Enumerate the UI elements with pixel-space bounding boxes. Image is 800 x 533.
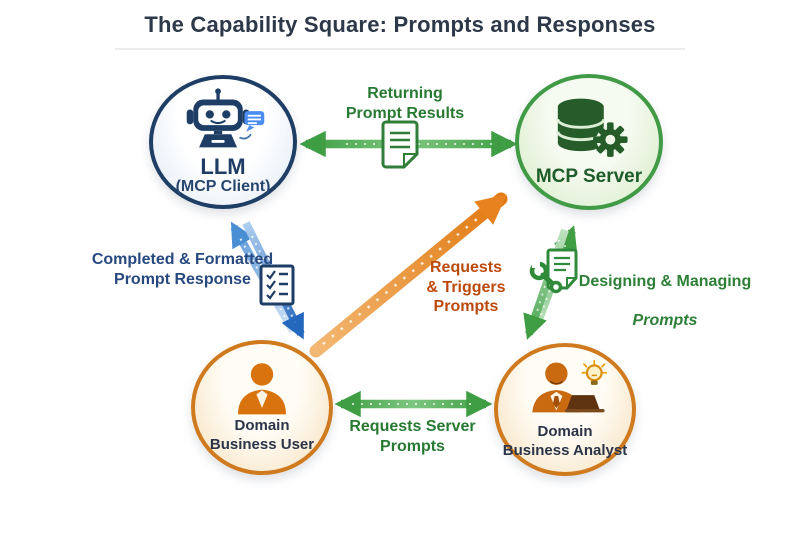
wrench-document-icon: [529, 248, 578, 294]
person-icon: [238, 362, 286, 415]
title-divider: [115, 48, 685, 50]
node-llm-mcp-client: LLM (MCP Client): [149, 75, 297, 209]
speech-bubble-icon: [244, 111, 265, 132]
laptop-icon: [565, 394, 605, 413]
edge-label-designing-managing-prompts: Designing & Managing Prompts: [575, 252, 755, 330]
edge-label-designing-managing-line1: Designing & Managing: [578, 272, 752, 290]
node-user-label: Domain Business User: [209, 416, 315, 453]
robot-icon: [186, 88, 265, 148]
document-icon: [381, 120, 419, 169]
node-domain-business-user: Domain Business User: [191, 340, 333, 475]
edge-label-completed-formatted-prompt-response: Completed & Formatted Prompt Response: [91, 251, 274, 288]
database-gear-icon: [556, 98, 628, 157]
edge-label-returning-prompt-results: Returning Prompt Results: [345, 85, 465, 122]
node-llm-label: LLM: [200, 154, 246, 180]
arrow-user-mcp: [309, 192, 508, 358]
node-mcp-server: MCP Server: [515, 74, 663, 210]
diagram-title: The Capability Square: Prompts and Respo…: [144, 12, 656, 37]
lightbulb-icon: [581, 359, 608, 385]
checklist-icon: [259, 264, 295, 306]
node-analyst-label: Domain Business Analyst: [502, 422, 628, 459]
edge-label-requests-triggers-prompts: Requests & Triggers Prompts: [426, 259, 506, 316]
edge-label-requests-server-prompts: Requests Server Prompts: [349, 418, 476, 455]
edge-label-designing-managing-line2: Prompts: [632, 311, 698, 329]
node-mcp-label: MCP Server: [535, 165, 643, 187]
node-llm-sublabel: (MCP Client): [175, 178, 271, 196]
node-domain-business-analyst: Domain Business Analyst: [494, 343, 636, 476]
analyst-laptop-bulb-icon: [532, 359, 608, 413]
